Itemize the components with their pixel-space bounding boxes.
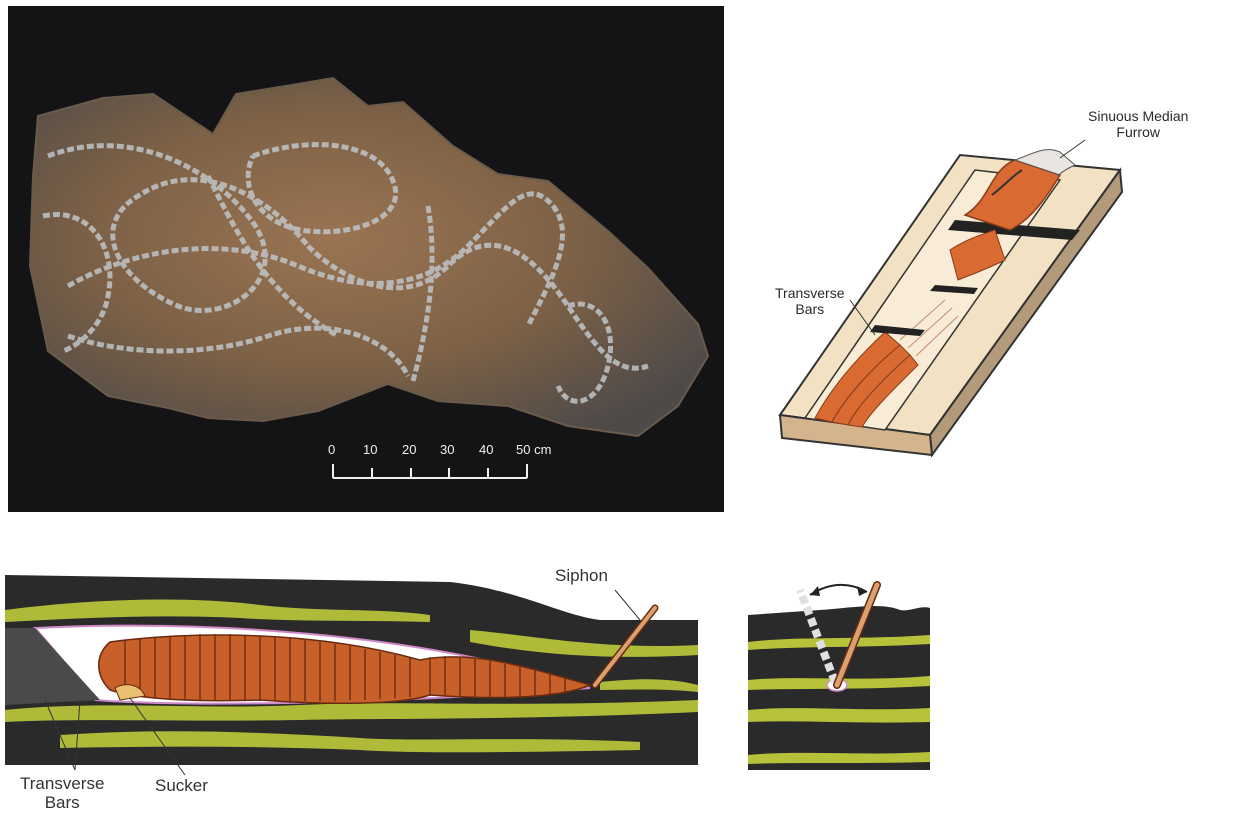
label-sinuous-median-furrow: Sinuous Median Furrow: [1088, 108, 1188, 140]
label-block-transverse-bars: Transverse Bars: [775, 285, 845, 317]
scale-label-30: 30: [440, 442, 454, 457]
fossil-slab-drawing: [8, 6, 724, 512]
label-section-bars-line1: Transverse: [20, 774, 104, 793]
cross-section-diagram: Siphon Transverse Bars Sucker: [0, 560, 710, 822]
label-block-bars-line1: Transverse: [775, 285, 845, 301]
label-siphon: Siphon: [555, 566, 608, 585]
siphon-movement-drawing: [740, 570, 940, 780]
fossil-photo: 0 10 20 30 40 50 cm: [8, 6, 724, 512]
label-sucker: Sucker: [155, 776, 208, 795]
scale-label-0: 0: [328, 442, 335, 457]
scale-label-40: 40: [479, 442, 493, 457]
scale-bar: [333, 464, 527, 478]
scale-label-10: 10: [363, 442, 377, 457]
block-diagram: Sinuous Median Furrow Transverse Bars: [760, 100, 1190, 470]
label-section-transverse-bars: Transverse Bars: [20, 774, 104, 812]
scale-label-20: 20: [402, 442, 416, 457]
siphon-movement-diagram: [740, 570, 940, 780]
label-section-bars-line2: Bars: [20, 793, 104, 812]
label-block-bars-line2: Bars: [775, 301, 845, 317]
label-furrow-line2: Furrow: [1088, 124, 1188, 140]
burrow-section-drawing: [0, 560, 710, 822]
scale-label-50cm: 50 cm: [516, 442, 551, 457]
rock-slab: [30, 78, 708, 436]
label-furrow-line1: Sinuous Median: [1088, 108, 1188, 124]
